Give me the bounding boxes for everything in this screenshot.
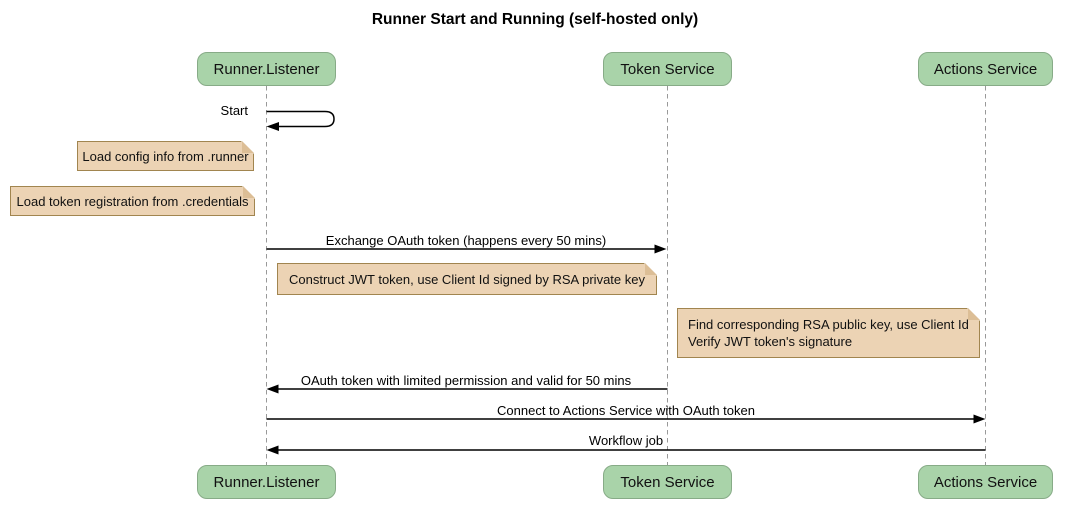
participant-bottom-actions-service: Actions Service bbox=[918, 465, 1053, 499]
note-text: Load config info from .runner bbox=[82, 148, 249, 164]
message-line-start-self-loop bbox=[266, 110, 335, 128]
message-arrowhead-connect bbox=[973, 414, 986, 424]
note-text-line-1: Find corresponding RSA public key, use C… bbox=[688, 317, 969, 332]
participant-top-runner-listener: Runner.Listener bbox=[197, 52, 336, 86]
participant-label: Actions Service bbox=[933, 60, 1038, 78]
participant-label: Runner.Listener bbox=[213, 60, 320, 78]
note-text-line-2: Verify JWT token's signature bbox=[688, 334, 853, 349]
note-load-token-registration: Load token registration from .credential… bbox=[10, 186, 255, 216]
note-load-config: Load config info from .runner bbox=[77, 141, 254, 171]
participant-top-token-service: Token Service bbox=[603, 52, 732, 86]
message-label-start: Start bbox=[220, 103, 248, 118]
message-label-exchange-oauth: Exchange OAuth token (happens every 50 m… bbox=[325, 233, 607, 248]
participant-bottom-runner-listener: Runner.Listener bbox=[197, 465, 336, 499]
note-construct-jwt: Construct JWT token, use Client Id signe… bbox=[277, 263, 657, 295]
message-label-connect: Connect to Actions Service with OAuth to… bbox=[497, 403, 755, 418]
participant-label: Runner.Listener bbox=[213, 473, 320, 491]
diagram-title: Runner Start and Running (self-hosted on… bbox=[371, 11, 699, 28]
message-arrowhead-start bbox=[266, 122, 279, 131]
note-text: Construct JWT token, use Client Id signe… bbox=[289, 271, 645, 287]
participant-label: Actions Service bbox=[933, 473, 1038, 491]
participant-top-actions-service: Actions Service bbox=[918, 52, 1053, 86]
note-text: Load token registration from .credential… bbox=[16, 193, 249, 209]
message-arrowhead-exchange-oauth bbox=[654, 244, 667, 254]
message-label-workflow-job: Workflow job bbox=[588, 433, 664, 448]
note-verify-jwt: Find corresponding RSA public key, use C… bbox=[677, 308, 980, 358]
message-label-oauth-return: OAuth token with limited permission and … bbox=[300, 373, 632, 388]
participant-label: Token Service bbox=[620, 473, 715, 491]
participant-bottom-token-service: Token Service bbox=[603, 465, 732, 499]
message-arrowhead-workflow-job bbox=[266, 445, 279, 455]
participant-label: Token Service bbox=[620, 60, 715, 78]
message-arrowhead-oauth-return bbox=[266, 384, 279, 394]
